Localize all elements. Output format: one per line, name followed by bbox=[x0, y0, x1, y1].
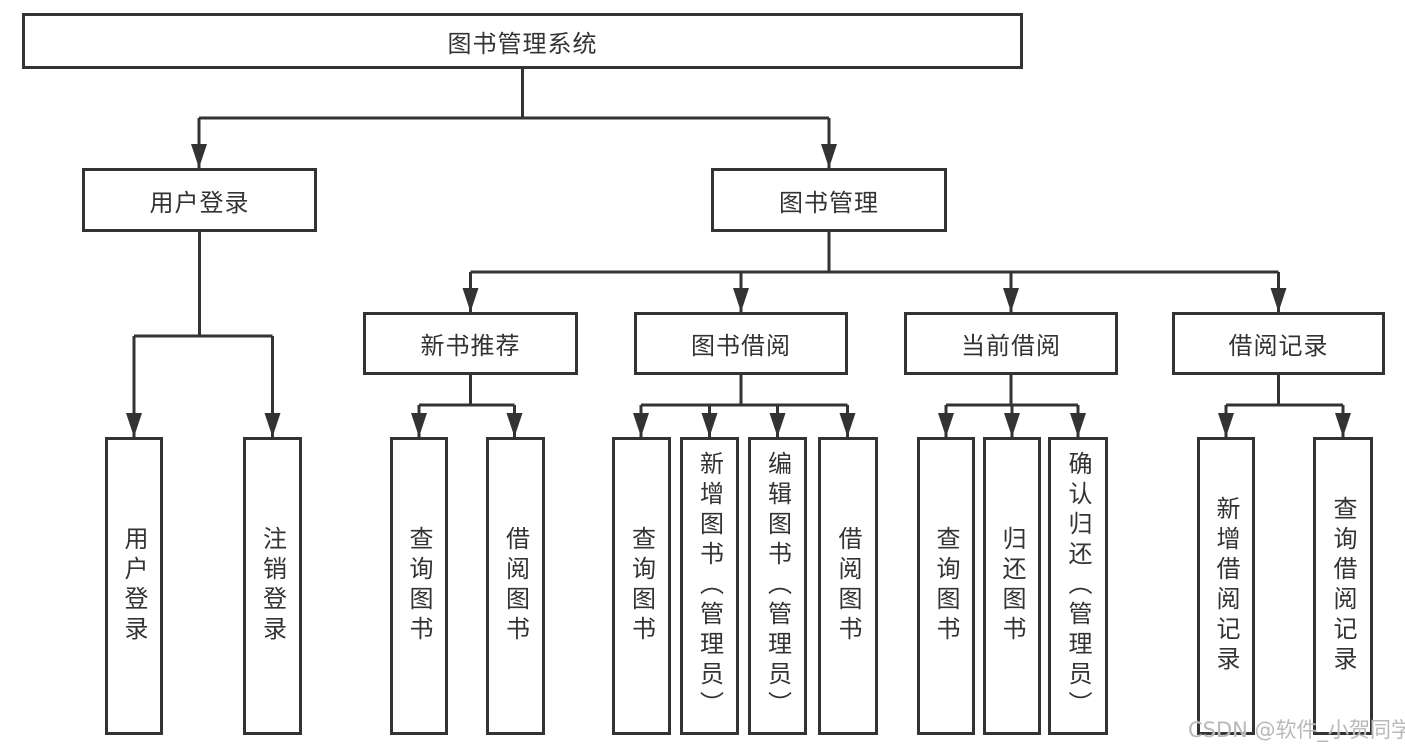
leaf-add-book-admin: 新增图书（管理员） bbox=[680, 437, 739, 735]
csdn-watermark: CSDN @软件_小贺同学 bbox=[1188, 718, 1405, 742]
node-book-borrowing-label: 图书借阅 bbox=[691, 332, 791, 360]
leaf-query-borrow-record-label: 查询借阅记录 bbox=[1329, 496, 1357, 676]
leaf-query-book-3: 查询图书 bbox=[917, 437, 975, 735]
node-user-login: 用户登录 bbox=[82, 168, 317, 232]
leaf-borrow-book-1-label: 借阅图书 bbox=[501, 526, 530, 646]
leaf-add-borrow-record: 新增借阅记录 bbox=[1197, 437, 1255, 735]
node-book-management: 图书管理 bbox=[711, 168, 947, 232]
node-current-borrowing: 当前借阅 bbox=[904, 312, 1118, 375]
leaf-query-book-2-label: 查询图书 bbox=[627, 526, 656, 646]
leaf-logout: 注销登录 bbox=[243, 437, 302, 735]
node-root: 图书管理系统 bbox=[22, 13, 1023, 69]
leaf-query-book-2: 查询图书 bbox=[612, 437, 671, 735]
node-current-borrowing-label: 当前借阅 bbox=[961, 332, 1061, 360]
node-borrow-records: 借阅记录 bbox=[1172, 312, 1385, 375]
leaf-borrow-book-1: 借阅图书 bbox=[486, 437, 545, 735]
leaf-borrow-book-2: 借阅图书 bbox=[818, 437, 878, 735]
leaf-add-book-admin-label: 新增图书（管理员） bbox=[695, 451, 724, 721]
node-new-book-recommendation-label: 新书推荐 bbox=[420, 332, 521, 360]
node-book-borrowing: 图书借阅 bbox=[634, 312, 848, 375]
leaf-query-book-1-label: 查询图书 bbox=[405, 526, 433, 646]
node-book-management-label: 图书管理 bbox=[779, 188, 879, 217]
leaf-borrow-book-2-label: 借阅图书 bbox=[834, 526, 862, 646]
leaf-confirm-return-admin: 确认归还（管理员） bbox=[1048, 437, 1108, 735]
leaf-query-book-3-label: 查询图书 bbox=[932, 526, 960, 646]
leaf-user-login-label: 用户登录 bbox=[120, 526, 148, 646]
leaf-confirm-return-admin-label: 确认归还（管理员） bbox=[1064, 451, 1092, 721]
leaf-user-login: 用户登录 bbox=[105, 437, 163, 735]
leaf-return-book: 归还图书 bbox=[983, 437, 1041, 735]
leaf-query-book-1: 查询图书 bbox=[390, 437, 448, 735]
leaf-edit-book-admin: 编辑图书（管理员） bbox=[748, 437, 807, 735]
node-root-label: 图书管理系统 bbox=[447, 29, 598, 58]
leaf-edit-book-admin-label: 编辑图书（管理员） bbox=[763, 451, 792, 721]
node-user-login-label: 用户登录 bbox=[149, 188, 250, 217]
leaf-query-borrow-record: 查询借阅记录 bbox=[1313, 437, 1373, 735]
leaf-logout-label: 注销登录 bbox=[258, 526, 287, 646]
leaf-return-book-label: 归还图书 bbox=[998, 526, 1026, 646]
node-borrow-records-label: 借阅记录 bbox=[1228, 332, 1329, 360]
leaf-add-borrow-record-label: 新增借阅记录 bbox=[1212, 496, 1240, 676]
node-new-book-recommendation: 新书推荐 bbox=[363, 312, 578, 375]
